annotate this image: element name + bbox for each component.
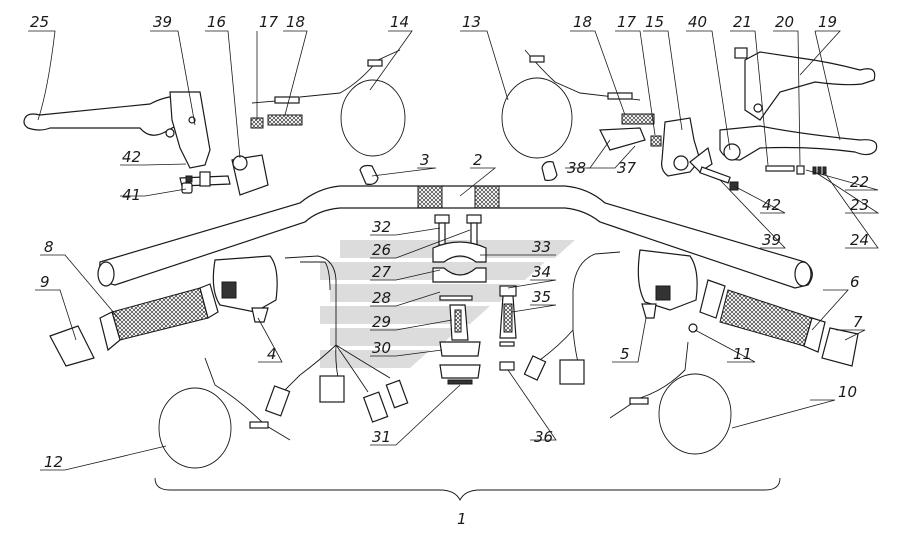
center-clamp-assembly [432,214,517,385]
right-brake-lever [719,47,878,161]
left-handlebar-switch [212,255,409,423]
label-8: 8 [44,238,54,256]
callout-labels: 25 39 16 17 18 14 13 18 17 15 40 21 20 1… [30,13,869,528]
left-cable-adjusters [250,96,303,129]
label-38: 38 [567,159,586,177]
label-11: 11 [733,345,752,363]
left-clutch-lever [23,91,211,169]
left-grip [49,283,219,367]
right-grip [688,279,859,367]
label-23: 23 [850,196,869,214]
label-7: 7 [853,313,863,331]
label-33: 33 [532,238,551,256]
right-lever-fasteners [699,165,827,191]
label-14: 14 [390,13,409,31]
label-36: 36 [534,428,553,446]
label-10: 10 [838,383,857,401]
label-13: 13 [462,13,481,31]
left-control-cable [299,49,406,157]
label-17-left: 17 [259,13,279,31]
label-18-right: 18 [573,13,592,31]
label-9: 9 [40,273,50,291]
label-39-right: 39 [762,231,781,249]
label-40: 40 [688,13,707,31]
label-29: 29 [372,313,391,331]
label-28: 28 [372,289,391,307]
throttle-cable-left [158,357,291,469]
label-22: 22 [850,173,869,191]
right-handlebar-switch [523,249,698,385]
label-16: 16 [207,13,226,31]
label-2: 2 [473,151,483,169]
label-27: 27 [372,263,392,281]
leader-lines [28,30,880,471]
label-20: 20 [775,13,794,31]
label-3: 3 [420,151,430,169]
label-12: 12 [44,453,63,471]
right-control-cable [501,49,641,159]
label-17-right: 17 [617,13,637,31]
label-24: 24 [850,231,869,249]
label-42-right: 42 [762,196,781,214]
label-35: 35 [532,288,551,306]
label-31: 31 [372,428,391,446]
label-21: 21 [733,13,752,31]
label-4: 4 [267,345,277,363]
label-5: 5 [620,345,630,363]
handlebar [97,185,813,289]
label-37: 37 [617,159,637,177]
label-39-left: 39 [153,13,172,31]
label-30: 30 [372,339,391,357]
label-18-left: 18 [286,13,305,31]
label-1: 1 [457,510,467,528]
label-25: 25 [30,13,49,31]
label-32: 32 [372,218,391,236]
label-34: 34 [532,263,551,281]
right-rubber-bushing [541,161,558,182]
label-19: 19 [818,13,837,31]
label-15: 15 [645,13,664,31]
watermark-logo [320,240,575,368]
label-26: 26 [372,241,391,259]
label-6: 6 [850,273,860,291]
assembly-brace [154,477,781,502]
screw-and-nut-left [181,175,193,194]
label-42-left: 42 [122,148,141,166]
throttle-cable-right [609,341,732,455]
left-rubber-bushing [359,164,379,185]
right-cable-adjusters [599,92,662,151]
right-mirror-clamp [661,117,713,177]
label-41: 41 [122,186,141,204]
